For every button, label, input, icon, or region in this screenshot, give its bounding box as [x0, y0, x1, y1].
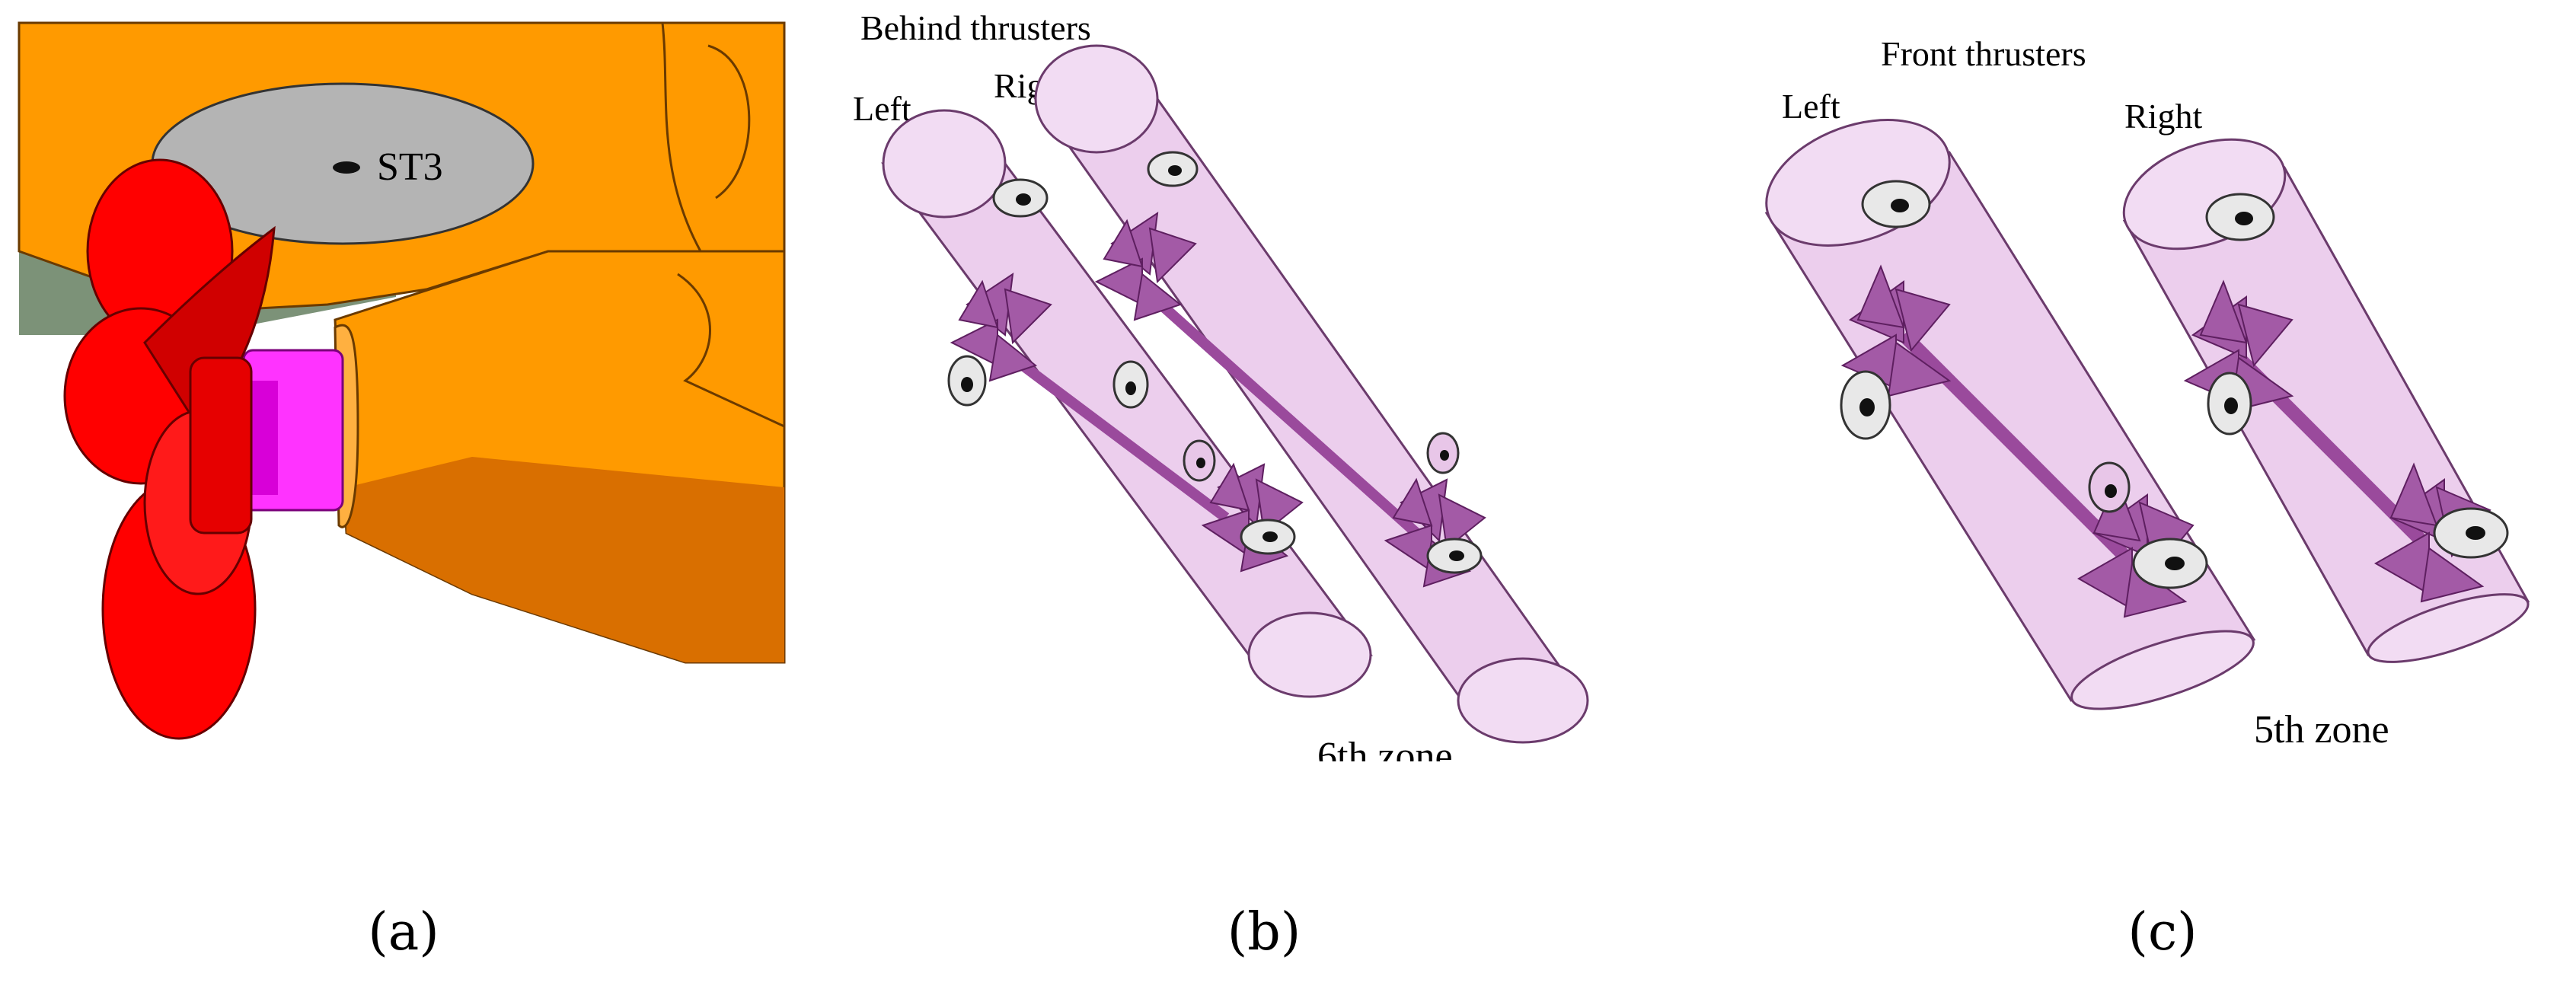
shaft: [1123, 270, 1420, 538]
propeller-hub: [189, 356, 253, 534]
left-thruster-label: Left: [853, 89, 911, 128]
tube-end-top: [1034, 44, 1159, 154]
strut-shadow: [346, 457, 784, 662]
panel-b: Behind thrusters Left Right: [822, 0, 1698, 761]
right-thruster-tube: [1033, 44, 1589, 744]
sensor-dot: [2224, 397, 2238, 414]
sensor-st3-label: ST3: [377, 145, 443, 189]
panel-b-title: Behind thrusters: [860, 8, 1091, 47]
sensor-dot: [1168, 165, 1182, 176]
sensor-dot: [1262, 531, 1278, 542]
caption-b: (b): [1227, 902, 1301, 962]
tube-end-bottom: [2070, 630, 2255, 710]
sensor-st3-marker: [333, 161, 360, 174]
hull-thruster-illustration: ST3: [18, 21, 786, 740]
sensor-dot: [2165, 557, 2185, 570]
caption-c: (c): [2128, 902, 2198, 962]
caption-a: (a): [368, 902, 439, 962]
sensor-dot: [2466, 526, 2485, 540]
sensor-dot: [1016, 193, 1031, 206]
right-thruster-label: Right: [2124, 97, 2202, 136]
propeller-lower: [2373, 462, 2491, 603]
tube-end-bottom: [1247, 611, 1372, 698]
sensor-dot: [1196, 458, 1205, 468]
sensor-dot: [1449, 550, 1464, 561]
right-thruster-tube: [2122, 138, 2530, 663]
propeller-upper: [1094, 211, 1197, 321]
sensor-dot: [2105, 484, 2117, 498]
propeller: [63, 158, 276, 740]
zone-label: 6th zone: [1317, 735, 1453, 761]
left-thruster-label: Left: [1782, 87, 1840, 126]
zone-label: 5th zone: [2254, 708, 2389, 751]
panel-c-title: Front thrusters: [1881, 34, 2086, 73]
behind-thrusters-illustration: Behind thrusters Left Right: [853, 8, 1589, 761]
sensor-dot: [1859, 398, 1875, 416]
front-thrusters-illustration: Front thrusters Left Right: [1764, 34, 2530, 751]
sensor-dot: [961, 377, 973, 392]
hull-edge-line: [661, 22, 702, 252]
panel-a: ST3: [0, 0, 807, 761]
sensor-dot: [1891, 199, 1909, 212]
sensor-dot: [1125, 381, 1136, 395]
sensor-dot: [1440, 450, 1449, 461]
panel-c: Front thrusters Left Right: [1721, 0, 2576, 761]
propeller-upper: [950, 272, 1052, 382]
sensor-dot: [2235, 212, 2253, 225]
tube-end-bottom: [1457, 657, 1589, 744]
propeller-upper: [1840, 264, 1952, 397]
strut-edge-line: [677, 273, 785, 428]
tube-end-top: [882, 109, 1007, 219]
hull-recess-line: [707, 44, 751, 199]
left-thruster-tube: [881, 109, 1373, 698]
shaft: [1898, 330, 2130, 561]
left-thruster-tube: [1764, 119, 2256, 710]
tube-end-bottom: [2367, 593, 2530, 663]
